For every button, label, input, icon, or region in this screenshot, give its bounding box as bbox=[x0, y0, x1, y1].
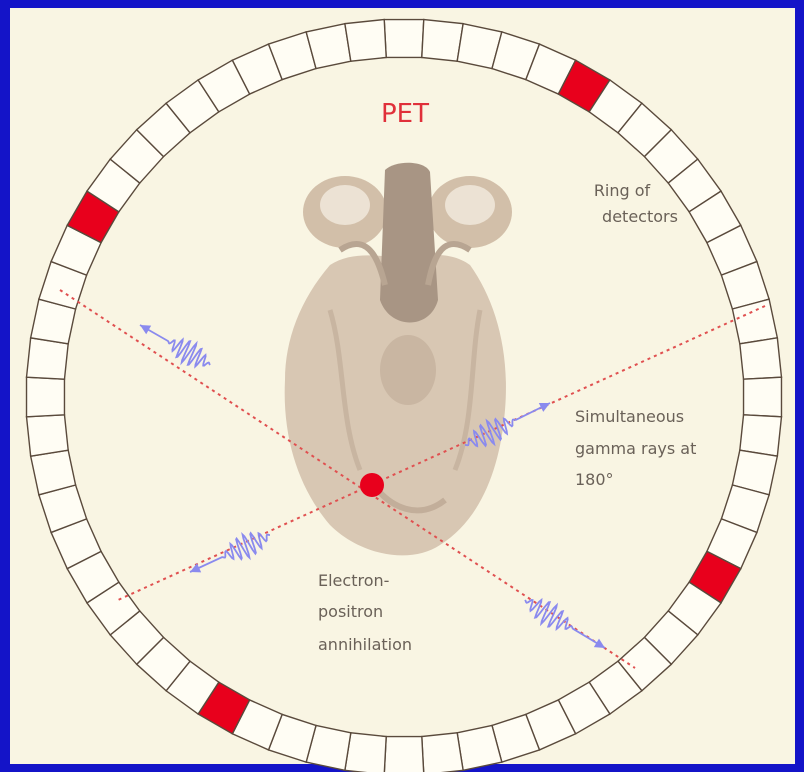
gamma-wave-3 bbox=[190, 533, 270, 572]
gamma-label-line-3: 180° bbox=[575, 470, 614, 489]
detector bbox=[422, 20, 463, 62]
detector bbox=[422, 733, 463, 772]
detector bbox=[345, 20, 386, 62]
annihilation-dot bbox=[360, 473, 384, 497]
ring-label-line-1: Ring of bbox=[594, 181, 651, 200]
diagram-title: PET bbox=[381, 99, 429, 129]
brain-scan-image bbox=[285, 163, 512, 556]
detector bbox=[384, 737, 424, 772]
detector bbox=[27, 377, 65, 417]
detector bbox=[27, 415, 69, 456]
gamma-wave-1 bbox=[140, 325, 210, 366]
gamma-wave-4 bbox=[525, 600, 605, 648]
gamma-label-line-2: gamma rays at bbox=[575, 439, 696, 458]
gamma-label-line-1: Simultaneous bbox=[575, 407, 684, 426]
annihilation-label-line-3: annihilation bbox=[318, 635, 412, 654]
detector bbox=[740, 415, 782, 456]
annihilation-label-line-1: Electron- bbox=[318, 571, 389, 590]
detector bbox=[744, 377, 782, 417]
ring-label-line-2: detectors bbox=[602, 207, 678, 226]
detector bbox=[384, 20, 424, 58]
detector bbox=[345, 733, 386, 772]
annihilation-label-line-2: positron bbox=[318, 602, 383, 621]
detector bbox=[740, 338, 782, 379]
detector bbox=[27, 338, 69, 379]
